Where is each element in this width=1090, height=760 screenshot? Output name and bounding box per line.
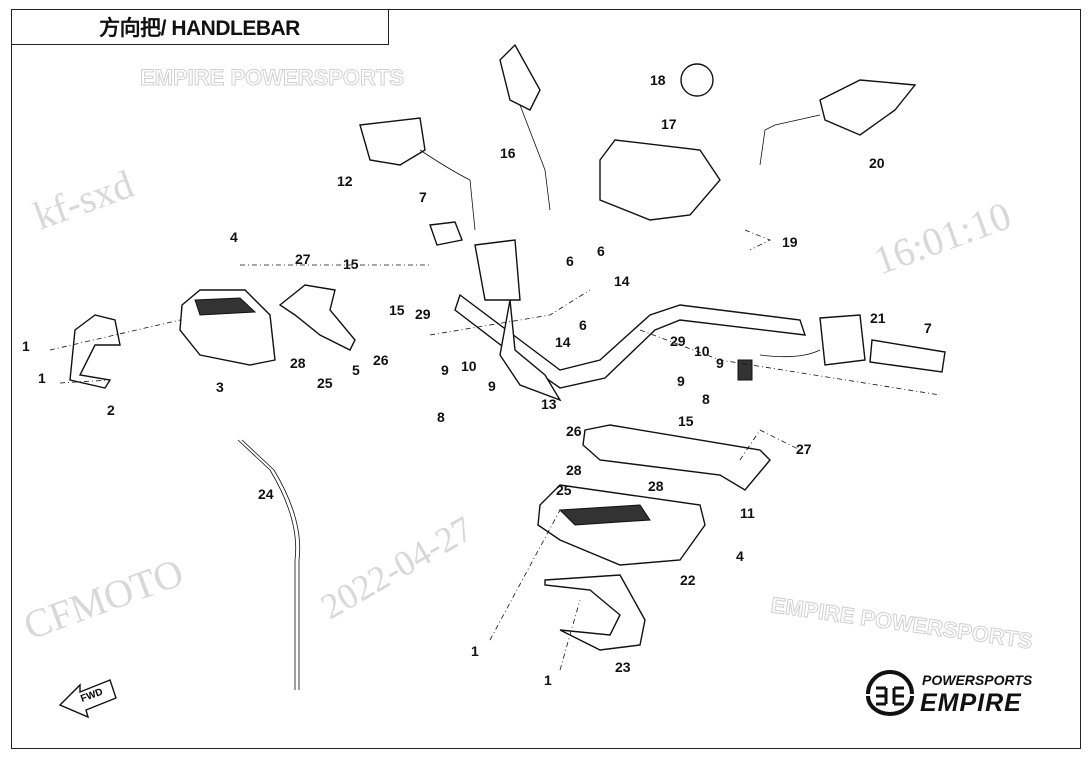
callout-label: 14: [614, 273, 630, 289]
right-handguard-part: [537, 484, 706, 566]
callout-label: 17: [661, 116, 677, 132]
callout-label: 8: [702, 391, 710, 407]
callout-label: 15: [678, 413, 694, 429]
right-mirror-part: [819, 79, 917, 136]
drawing-frame: [11, 9, 1081, 749]
callout-label: 27: [796, 441, 812, 457]
callout-label: 10: [461, 358, 477, 374]
callout-label: 1: [544, 672, 552, 688]
callout-label: 9: [716, 355, 724, 371]
brake-lever-part: [474, 239, 521, 301]
callout-label: 25: [317, 375, 333, 391]
callout-label: 6: [579, 317, 587, 333]
callout-label: 24: [258, 486, 274, 502]
right-grip-part: [869, 339, 946, 373]
bracket-part: [278, 284, 356, 351]
callout-label: 1: [471, 643, 479, 659]
callout-label: 15: [343, 256, 359, 272]
callout-label: 1: [22, 338, 30, 354]
callout-label: 2: [107, 402, 115, 418]
callout-label: 5: [352, 362, 360, 378]
callout-label: 25: [556, 482, 572, 498]
logo-line2: EMPIRE: [920, 689, 1022, 717]
callout-label: 11: [740, 505, 755, 521]
callout-label: 28: [290, 355, 306, 371]
connector-part: [737, 359, 753, 381]
callout-label: 29: [670, 333, 686, 349]
right-bracket-part: [582, 424, 771, 491]
callout-labels: 18 17 16 20 12 7 19 4 27 15 6 6 14 21 7 …: [22, 72, 932, 688]
callout-label: 26: [566, 423, 582, 439]
callout-label: 9: [441, 362, 449, 378]
callout-label: 10: [694, 343, 710, 359]
callout-label: 26: [373, 352, 389, 368]
callout-label: 22: [680, 572, 696, 588]
callout-label: 15: [389, 302, 405, 318]
handlebar-part: [454, 293, 807, 402]
callout-label: 4: [736, 548, 744, 564]
right-switch-part: [819, 314, 866, 366]
callout-label: 27: [295, 251, 311, 267]
callout-label: 28: [566, 462, 582, 478]
callout-label: 21: [870, 310, 886, 326]
callout-label: 20: [869, 155, 885, 171]
callout-label: 28: [648, 478, 664, 494]
callout-label: 3: [216, 379, 224, 395]
callout-label: 13: [541, 396, 557, 412]
callout-label: 1: [38, 370, 46, 386]
callout-label: 23: [615, 659, 631, 675]
callout-label: 7: [924, 320, 932, 336]
callout-label: 18: [650, 72, 666, 88]
callout-label: 9: [677, 373, 685, 389]
empire-logo-icon: [866, 670, 914, 716]
powersports-empire-logo: POWERSPORTS EMPIRE: [862, 670, 1062, 720]
callout-label: 6: [566, 253, 574, 269]
grip-part: [429, 221, 463, 246]
callout-label: 9: [488, 378, 496, 394]
cover-part: [599, 139, 721, 221]
callout-label: 4: [230, 229, 238, 245]
master-cylinder-part: [359, 117, 426, 166]
logo-line1: POWERSPORTS: [922, 672, 1033, 688]
callout-label: 6: [597, 243, 605, 259]
callout-label: 19: [782, 234, 798, 250]
cap-part: [680, 63, 714, 97]
forward-arrow-icon: FWD: [58, 679, 117, 719]
left-mirror-part: [499, 43, 541, 111]
callout-label: 16: [500, 145, 516, 161]
callout-label: 14: [555, 334, 571, 350]
callout-label: 8: [437, 409, 445, 425]
callout-label: 12: [337, 173, 353, 189]
page-title: 方向把/ HANDLEBAR: [11, 9, 389, 45]
watermark: EMPIRE POWERSPORTS: [140, 65, 404, 90]
callout-label: 7: [419, 189, 427, 205]
handguard-cover-part: [69, 314, 121, 389]
handguard-cover-right-part: [544, 574, 646, 651]
callout-label: 29: [415, 306, 431, 322]
